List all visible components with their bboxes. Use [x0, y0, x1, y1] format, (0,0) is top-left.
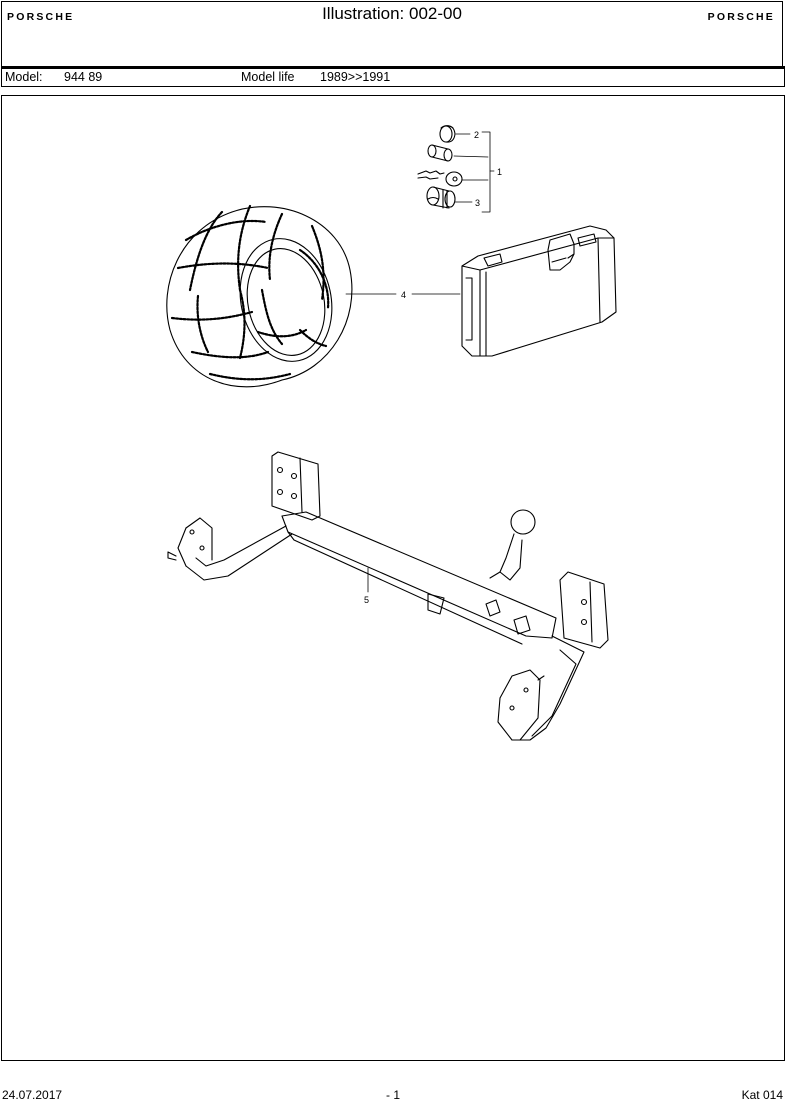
key-part	[417, 170, 463, 187]
model-label: Model:	[5, 70, 43, 84]
callout-3: 3	[475, 198, 480, 208]
callout-leaders-upper	[453, 131, 495, 213]
footer-date: 24.07.2017	[2, 1088, 63, 1102]
brand-logo-right: PORSCHE	[707, 11, 775, 23]
footer-catalog-code: Kat 014	[741, 1088, 783, 1102]
lock-cap-part	[439, 125, 456, 143]
brand-logo-left: PORSCHE	[7, 11, 75, 23]
locking-bolt-part	[426, 186, 456, 209]
callout-1: 1	[497, 167, 502, 177]
lock-cylinder-part	[427, 144, 453, 162]
footer-page-number: - 1	[385, 1088, 400, 1102]
callout-5: 5	[364, 595, 369, 605]
callout-4: 4	[401, 290, 406, 300]
callout-2: 2	[474, 130, 479, 140]
model-value: 944 89	[64, 70, 103, 84]
storage-case-part	[461, 225, 617, 357]
illustration-frame	[1, 95, 785, 1061]
header-divider	[1, 66, 785, 69]
page-title: Illustration: 002-00	[322, 4, 462, 23]
model-life-label: Model life	[241, 70, 295, 84]
model-info-row: Model: 944 89 Model life 1989>>1991	[1, 68, 785, 87]
model-life-value: 1989>>1991	[320, 70, 391, 84]
snow-chain-part	[166, 204, 353, 388]
tow-hitch-part	[167, 451, 609, 741]
